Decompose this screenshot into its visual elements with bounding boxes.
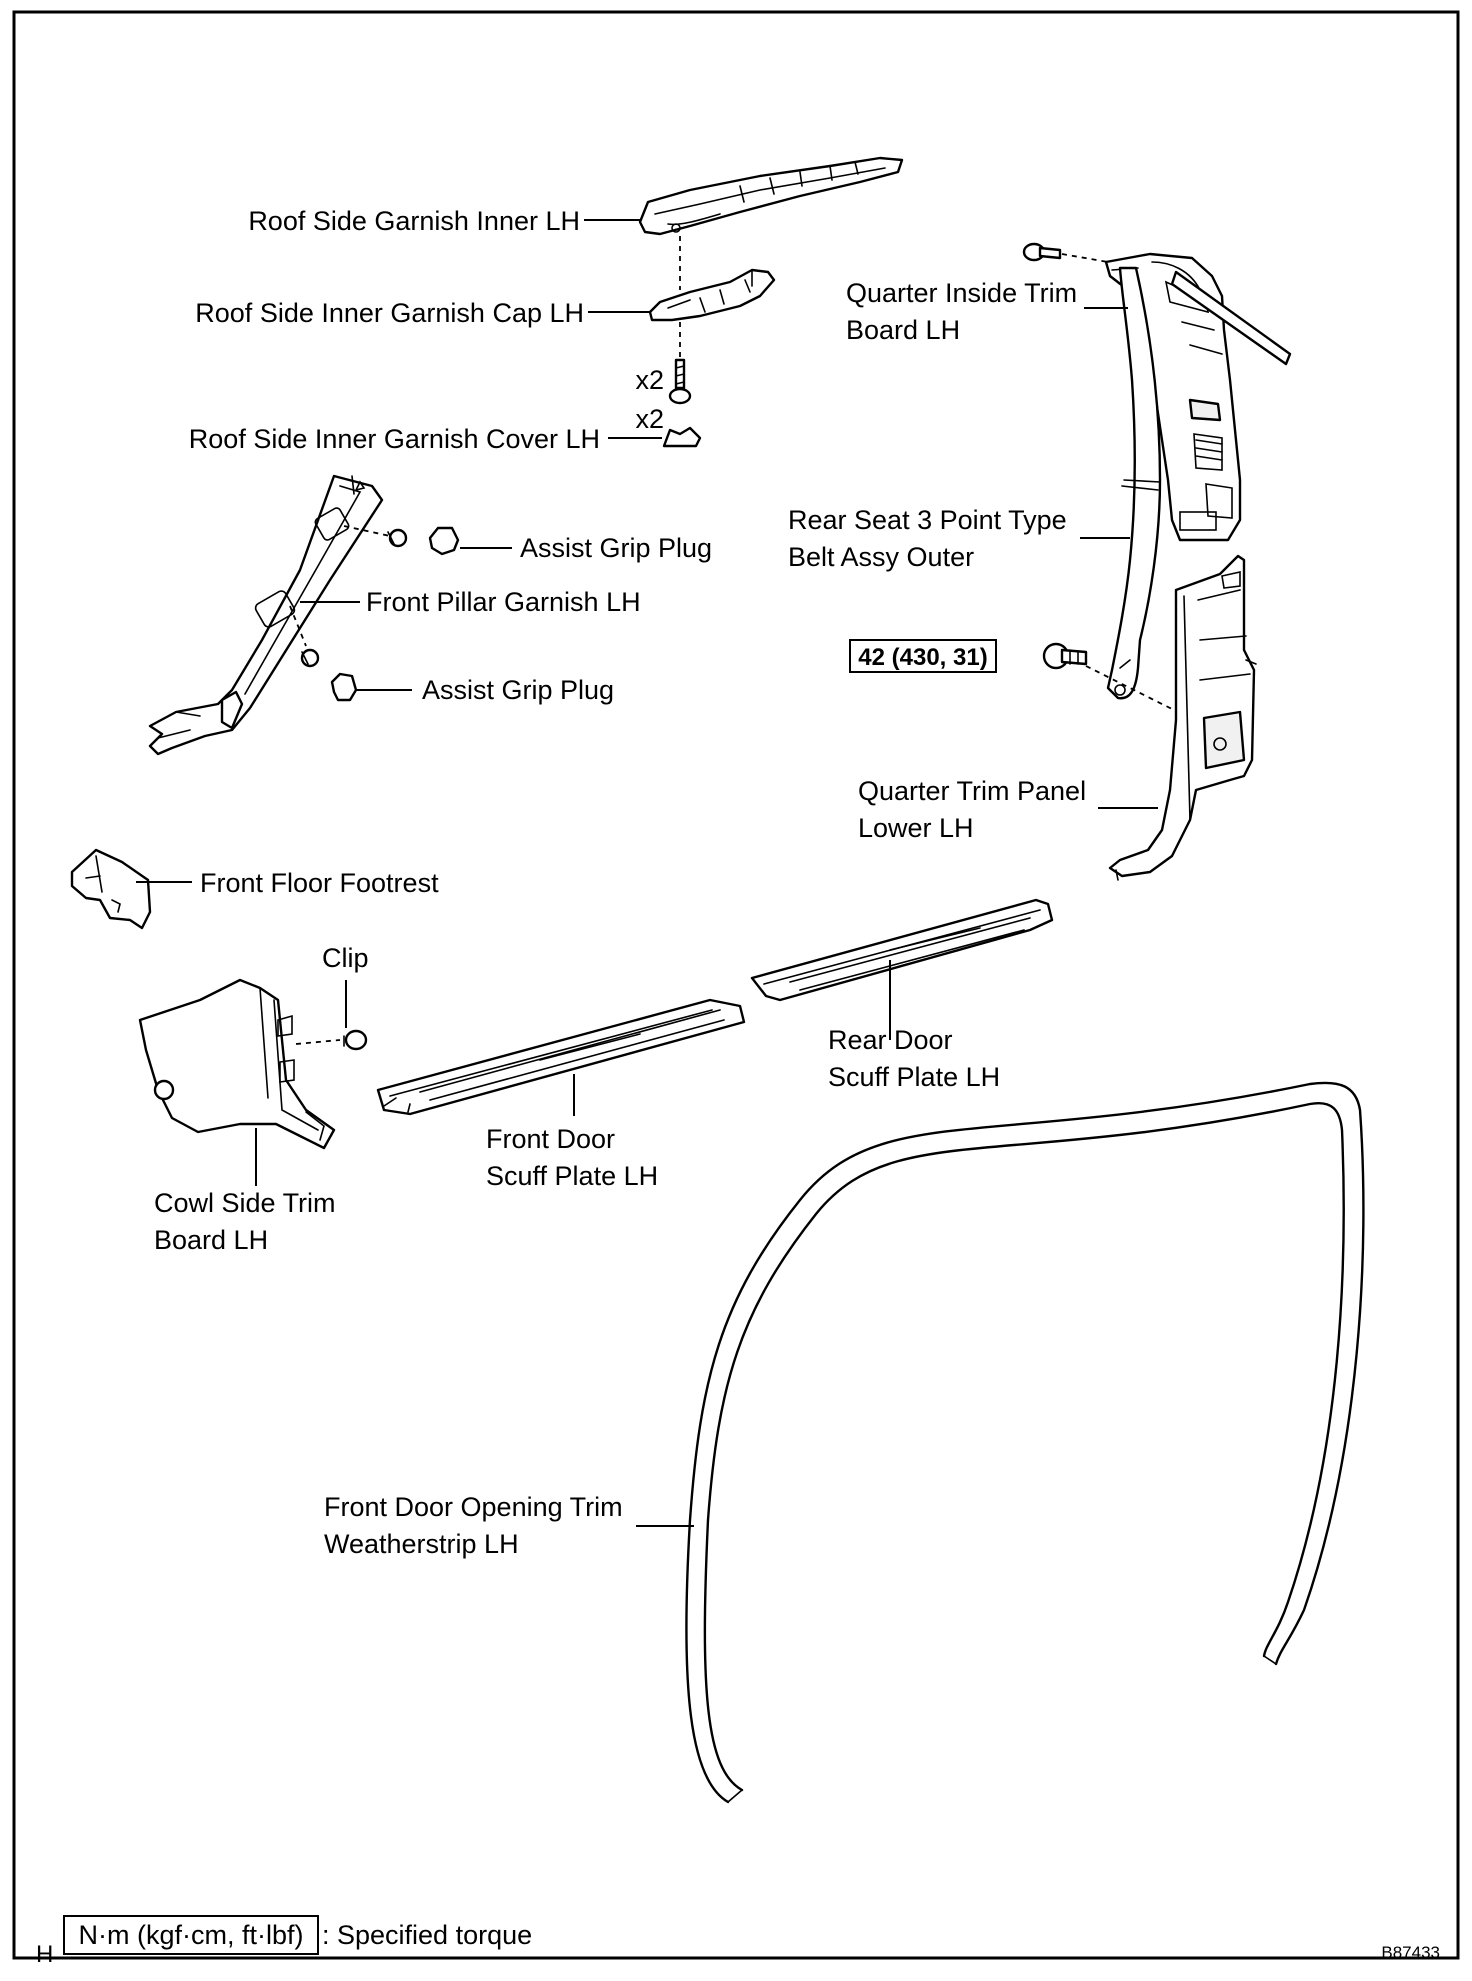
- quarter-trim-panel-lower-part: [1108, 554, 1257, 881]
- dashed-leader-3: [343, 525, 391, 537]
- dashed-leader-6: [1085, 665, 1183, 715]
- label-assist-grip-plug-upper: Assist Grip Plug: [520, 533, 712, 563]
- label-cowl-side-trim-line2: Board LH: [154, 1225, 268, 1255]
- roof-side-inner-garnish-cap-part: [648, 268, 776, 322]
- roof-side-garnish-inner-part: [638, 156, 904, 236]
- label-rear-door-scuff-line2: Scuff Plate LH: [828, 1062, 1000, 1092]
- front-door-weatherstrip-part: [685, 1081, 1365, 1804]
- label-quarter-inside-trim-line2: Board LH: [846, 315, 960, 345]
- front-door-scuff-plate-part: [376, 998, 746, 1116]
- label-weatherstrip-line1: Front Door Opening Trim: [324, 1492, 623, 1522]
- label-rear-seat-belt-line2: Belt Assy Outer: [788, 542, 974, 572]
- torque-value-box: [849, 639, 997, 673]
- belt-anchor-bolt: [1042, 642, 1088, 670]
- front-pillar-garnish-part: [148, 474, 384, 756]
- label-front-door-scuff-line1: Front Door: [486, 1124, 615, 1154]
- clip-part: [343, 1029, 368, 1051]
- rear-door-scuff-plate-part: [750, 898, 1054, 1002]
- quarter-inside-trim-board-part: [1104, 252, 1242, 542]
- label-rear-door-scuff-line1: Rear Door: [828, 1025, 953, 1055]
- label-front-door-scuff-line2: Scuff Plate LH: [486, 1161, 658, 1191]
- label-assist-grip-plug-lower: Assist Grip Plug: [422, 675, 614, 705]
- label-quarter-inside-trim-line1: Quarter Inside Trim: [846, 278, 1077, 308]
- label-rear-seat-belt-line1: Rear Seat 3 Point Type: [788, 505, 1067, 535]
- leader-lines: [136, 219, 1158, 1527]
- figure-id: B87433: [1381, 1943, 1440, 1962]
- label-front-floor-footrest: Front Floor Footrest: [200, 868, 439, 898]
- cowl-side-trim-board-part: [138, 978, 336, 1150]
- legend-unit: N·m (kgf·cm, ft·lbf): [79, 1920, 304, 1950]
- dashed-leader-5: [1061, 253, 1109, 263]
- assist-grip-clip-upper: [387, 528, 408, 548]
- roof-rail-line: [1170, 270, 1292, 366]
- rear-seat-belt-part: [1106, 266, 1162, 700]
- dashed-leader-7: [295, 1039, 341, 1045]
- legend-description: : Specified torque: [322, 1920, 532, 1950]
- label-x2-screw: x2: [635, 365, 664, 395]
- label-front-pillar-garnish: Front Pillar Garnish LH: [366, 587, 641, 617]
- quarter-trim-bolt: [1022, 242, 1062, 262]
- label-cowl-side-trim-line1: Cowl Side Trim: [154, 1188, 336, 1218]
- label-quarter-trim-panel-line1: Quarter Trim Panel: [858, 776, 1086, 806]
- torque-value: 42 (430, 31): [858, 644, 987, 671]
- label-quarter-trim-panel-line2: Lower LH: [858, 813, 974, 843]
- dashed-leader-4: [289, 605, 307, 647]
- label-roof-side-inner-garnish-cover: Roof Side Inner Garnish Cover LH: [189, 424, 600, 454]
- assist-grip-plug-upper-part: [428, 526, 460, 556]
- assist-grip-clip-lower: [300, 648, 320, 668]
- label-roof-side-garnish-inner: Roof Side Garnish Inner LH: [248, 206, 580, 236]
- label-roof-side-inner-garnish-cap: Roof Side Inner Garnish Cap LH: [195, 298, 584, 328]
- diagram-frame: [12, 10, 1460, 1960]
- screw-part: [668, 358, 692, 405]
- label-weatherstrip-line2: Weatherstrip LH: [324, 1529, 519, 1559]
- label-x2-cover: x2: [635, 404, 664, 434]
- assist-grip-plug-lower-part: [330, 672, 358, 702]
- corner-letter: H: [36, 1941, 53, 1968]
- front-floor-footrest-part: [70, 848, 152, 930]
- label-clip: Clip: [322, 943, 369, 973]
- roof-side-inner-garnish-cover-part: [662, 426, 702, 448]
- legend-unit-box: [63, 1915, 319, 1955]
